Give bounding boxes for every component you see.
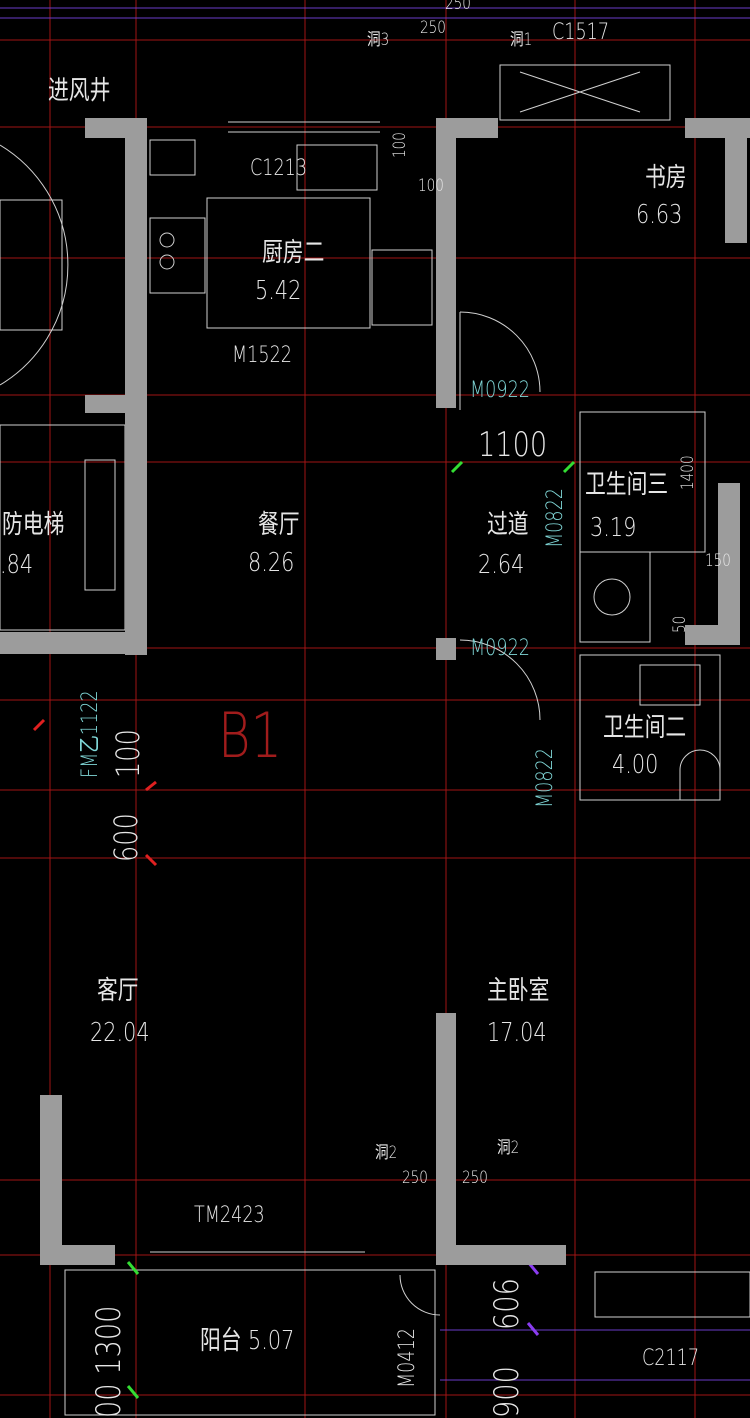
room-area: 8.26 (248, 548, 295, 578)
door-label: M0922 (470, 378, 530, 403)
dimension: 00 1300 (89, 1305, 129, 1418)
door-label: M0412 (395, 1328, 420, 1388)
window-label: C1517 (552, 20, 610, 45)
hole-label: 洞1 (510, 30, 533, 50)
hole-label: 洞2 (497, 1138, 520, 1158)
dimension: 1100 (478, 425, 548, 465)
dimension: 100 (109, 729, 147, 778)
wall (40, 1095, 62, 1265)
room-name: 主卧室 (487, 976, 550, 1006)
door-label: TM2423 (194, 1203, 265, 1228)
room-area: 22.04 (90, 1018, 150, 1048)
door-label: M0822 (533, 748, 558, 808)
room-area: 6.63 (636, 200, 683, 230)
dimension: 50 (670, 615, 690, 633)
hole-label: 洞3 (367, 30, 390, 50)
wall (685, 625, 740, 645)
room-area: 4.00 (612, 750, 659, 780)
room-name: 阳台 (200, 1326, 242, 1356)
wall (125, 118, 147, 408)
door-label: M0822 (543, 488, 568, 548)
door-label: M1522 (232, 343, 292, 368)
wall (725, 118, 747, 243)
room-name: 卫生间二 (603, 713, 687, 743)
wall (436, 118, 456, 408)
room-name: 防电梯 (2, 510, 65, 540)
dimension: 100 (418, 176, 444, 196)
room-area: 3.19 (590, 513, 637, 543)
dimension: 600 (107, 813, 145, 862)
room-area: 5.42 (255, 276, 302, 306)
room-name: 过道 (487, 510, 529, 540)
dimension: 606 (487, 1278, 527, 1330)
dimension: 250 (402, 1168, 428, 1188)
dimension: 100 (390, 132, 410, 158)
window-label: C2117 (642, 1346, 700, 1371)
wall (40, 1245, 115, 1265)
room-name: 餐厅 (258, 510, 300, 540)
dimension: 250 (445, 0, 471, 14)
wall (436, 1013, 456, 1265)
room-name: 进风井 (48, 76, 111, 106)
room-name: 卫生间三 (585, 470, 669, 500)
hole-label: 洞2 (375, 1143, 398, 1163)
wall (718, 483, 740, 645)
room-area: 2.64 (478, 550, 525, 580)
wall (436, 1245, 566, 1265)
dimension: 1400 (678, 455, 698, 490)
room-name: 厨房二 (262, 238, 325, 268)
unit-id: B1 (218, 699, 283, 772)
room-area: 17.04 (487, 1018, 547, 1048)
room-name: 客厅 (97, 976, 139, 1006)
dimension: 250 (420, 18, 446, 38)
room-area: 5.07 (248, 1326, 295, 1356)
dimension: 150 (705, 551, 731, 571)
dimension: 250 (462, 1168, 488, 1188)
wall (0, 632, 147, 654)
wall (436, 638, 456, 660)
door-label: FM乙1122 (78, 690, 103, 778)
door-label: M0922 (470, 636, 530, 661)
room-name: 书房 (645, 163, 687, 193)
wall (456, 118, 498, 138)
dimension: 900 (487, 1366, 527, 1418)
room-area: .84 (0, 550, 34, 580)
wall (125, 400, 147, 655)
window-label: C1213 (250, 156, 308, 181)
